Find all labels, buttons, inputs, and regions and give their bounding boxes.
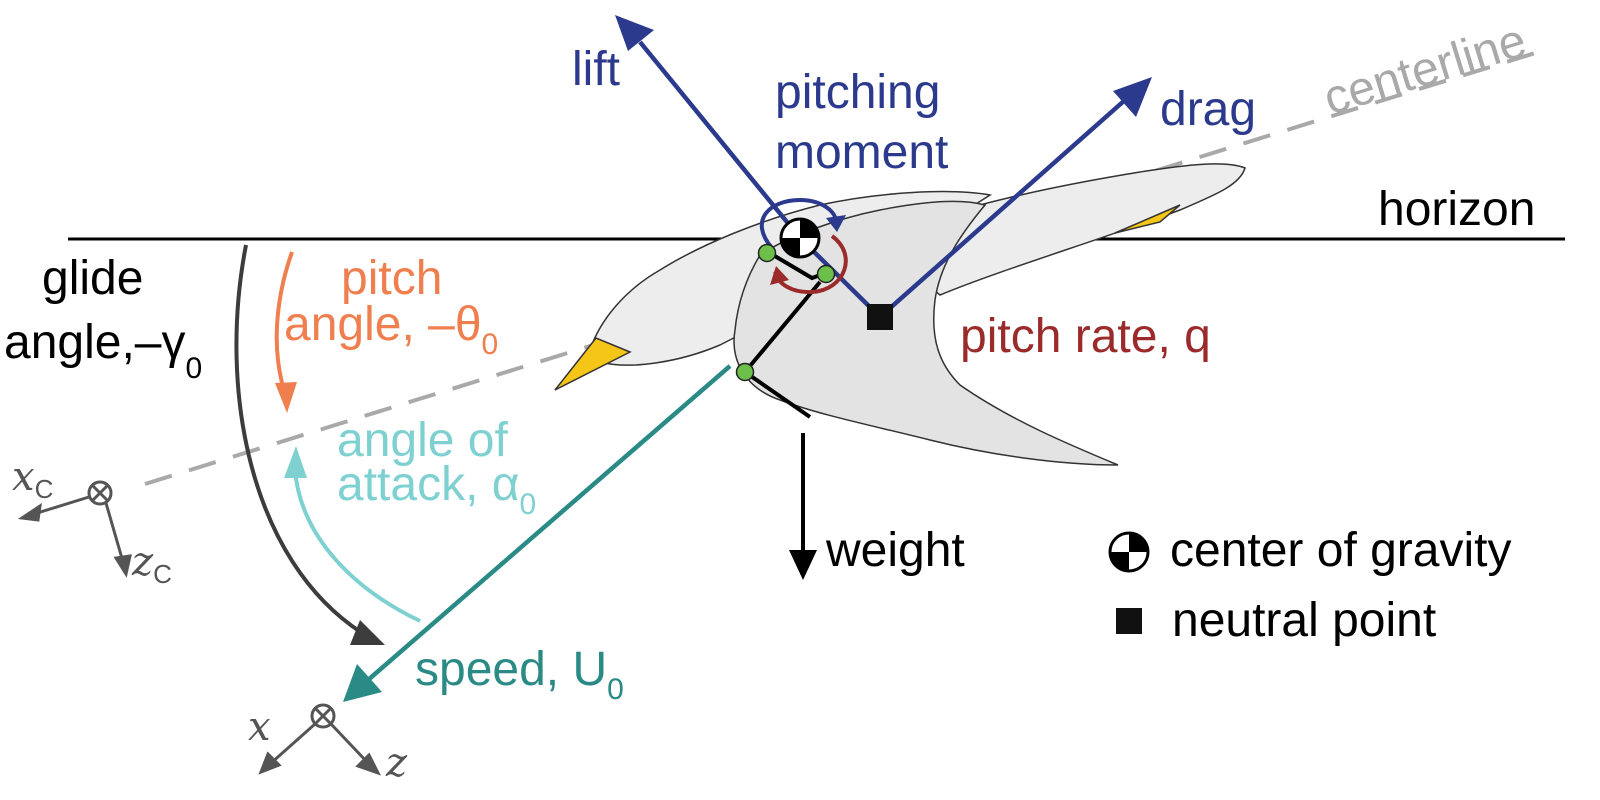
weight-label: weight [825,524,965,577]
pitching-moment-arrow [759,197,846,250]
lift-label: lift [572,43,620,96]
speed-label: speed, U0 [415,643,624,706]
wrist-joint [735,362,755,382]
axis-zc-label: zC [131,539,172,589]
legend-np-label: neutral point [1172,594,1436,647]
earth-axes [258,703,381,776]
pitch-angle-label-line2: angle, –θ0 [284,298,498,361]
legend-np-symbol [1116,608,1142,634]
pitch-angle-text: angle, –θ [284,298,482,351]
bird-far-wing [868,163,1246,296]
centerline [144,48,1546,486]
glide-angle-label-line1: glide [42,252,143,305]
axis-xc-subscript: C [35,474,54,504]
axis-z-label: z [385,740,408,786]
drag-label: drag [1160,83,1256,136]
pitch-rate-arrow [770,234,848,295]
axis-xc-label: xC [12,454,53,504]
bird-beak [554,337,632,391]
angle-of-attack-label-line1: angle of [337,414,508,467]
weight-arrow [789,433,817,580]
drag-arrow [878,77,1152,319]
glide-angle-arrow [234,244,385,645]
pitching-moment-label-line2: moment [775,126,948,179]
speed-subscript: 0 [607,673,624,706]
pitch-angle-label-line1: pitch [341,252,442,305]
angle-of-attack-label-line2: attack, α0 [337,458,536,521]
pitch-angle-subscript: 0 [482,328,499,361]
axis-x-label: x [248,704,271,750]
axis-zc-text: z [131,539,154,585]
legend-cg-label: center of gravity [1170,524,1511,577]
pitching-moment-label-line1: pitching [775,66,940,119]
legend-cg-symbol [1108,531,1150,573]
pitch-rate-label: pitch rate, q [960,310,1211,363]
angle-of-attack-text: attack, α [337,458,519,511]
neutral-point-marker [867,304,893,330]
axis-xc-text: x [12,454,35,500]
body-axes [17,480,132,578]
speed-text: speed, U [415,643,607,696]
lift-arrow [615,15,802,240]
glide-angle-text: angle,–γ [4,316,185,369]
centerline-label: centerline [1318,14,1533,126]
speed-arrow [343,364,732,702]
axis-zc-subscript: C [153,559,172,589]
pitch-angle-arrow [274,251,297,413]
horizon-label: horizon [1378,183,1535,236]
angle-of-attack-arrow [284,446,421,623]
shoulder-joint [757,243,777,263]
center-of-gravity-marker [779,217,821,259]
elbow-joint [816,264,836,284]
bird-foot [1114,204,1181,234]
glide-angle-subscript: 0 [185,352,202,385]
glide-angle-label-line2: angle,–γ0 [4,316,202,385]
angle-of-attack-subscript: 0 [519,488,536,521]
